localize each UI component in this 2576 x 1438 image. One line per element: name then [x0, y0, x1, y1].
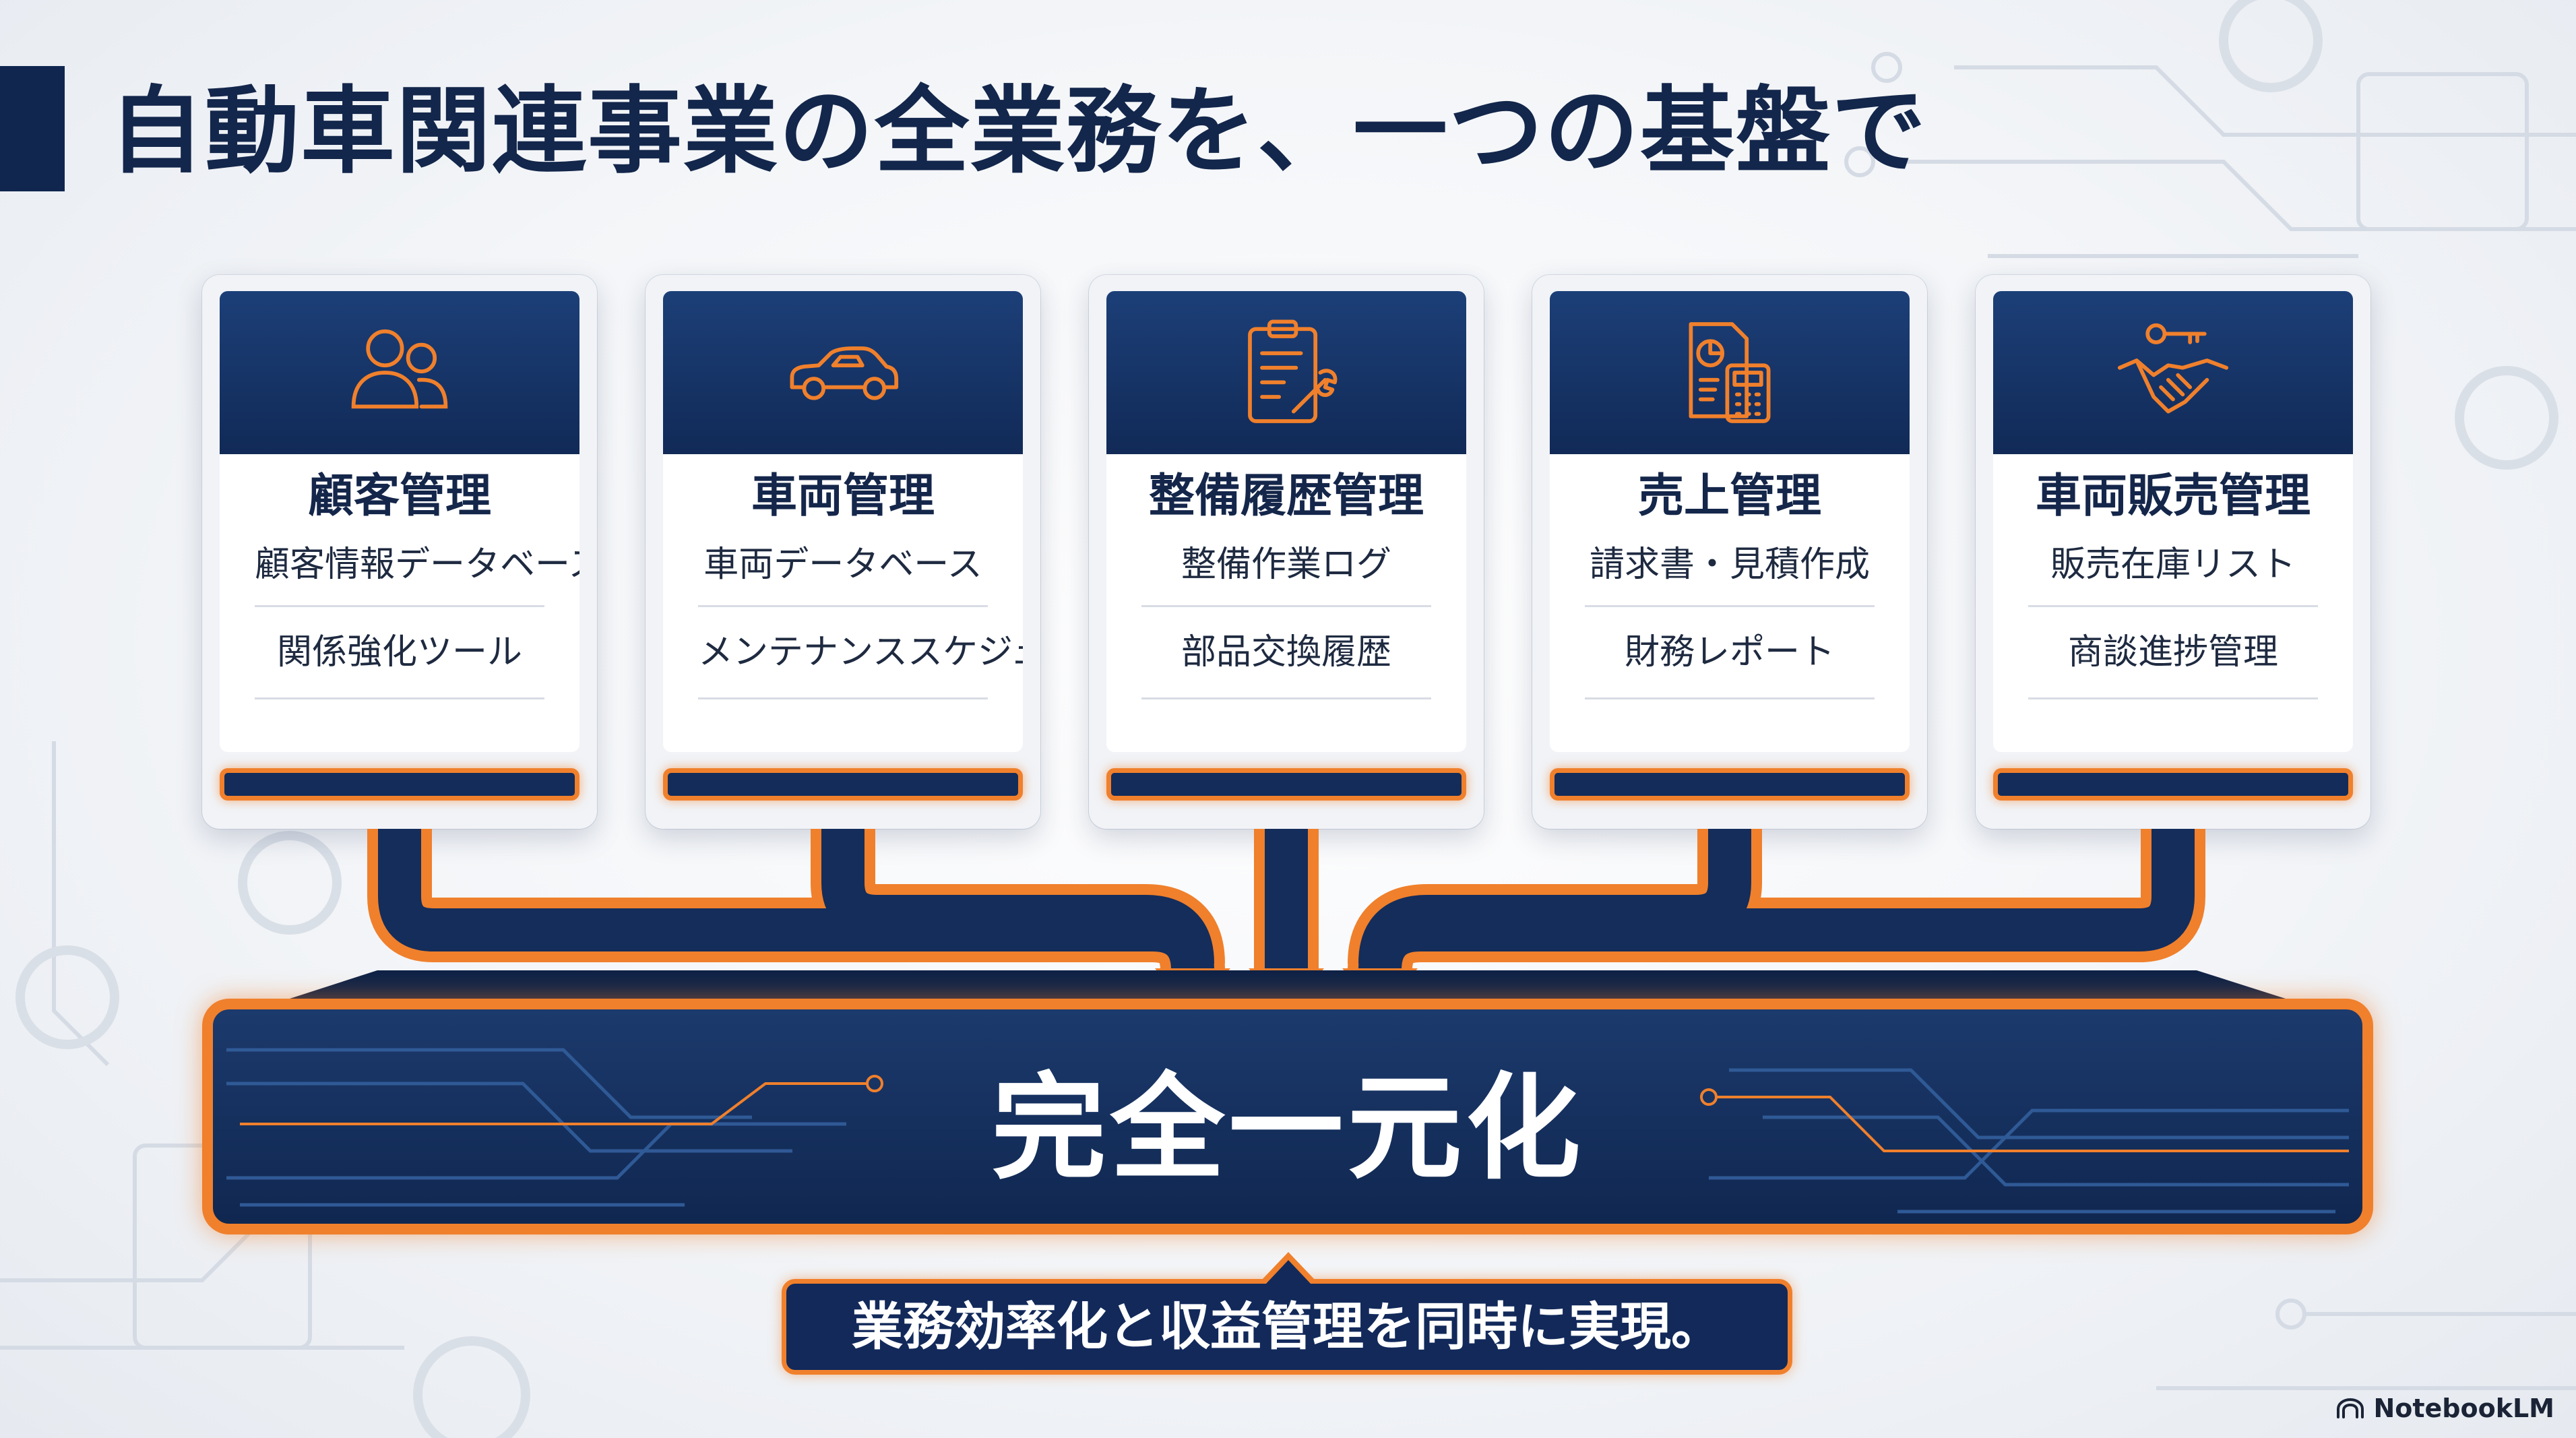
hub-circuit-lines: [226, 1048, 2349, 1214]
module-card-sales: 売上管理 請求書・見積作成 財務レポート: [1532, 275, 1927, 829]
card-item: 車両データベース: [698, 524, 988, 607]
tagline: 業務効率化と収益管理を同時に実現。: [852, 1296, 1722, 1356]
card-item: 請求書・見積作成: [1585, 524, 1875, 607]
report-calculator-icon: [1689, 322, 1771, 423]
page-title: 自動車関連事業の全業務を、一つの基盤で: [109, 77, 1928, 187]
card-item: 財務レポート: [1585, 607, 1875, 699]
card-item: 商談進捗管理: [2028, 607, 2318, 699]
card-title: 顧客管理: [307, 470, 491, 523]
tagline-pointer-fill: [1265, 1260, 1311, 1284]
watermark-text: NotebookLM: [2373, 1394, 2554, 1423]
card-title: 車両管理: [751, 470, 935, 523]
card-item: 販売在庫リスト: [2028, 524, 2318, 607]
card-item: 部品交換履歴: [1141, 607, 1431, 699]
card-connector: [663, 768, 1023, 801]
notebooklm-logo-icon: [2337, 1398, 2364, 1418]
hub-bevel: [290, 970, 2286, 999]
card-connector: [1550, 768, 1910, 801]
watermark: NotebookLM: [2335, 1394, 2554, 1423]
card-title: 車両販売管理: [2035, 470, 2311, 523]
card-title: 売上管理: [1637, 470, 1821, 523]
title-accent-bar: [0, 66, 65, 191]
hub-label: 完全一元化: [991, 1062, 1585, 1195]
card-title: 整備履歴管理: [1148, 470, 1424, 523]
card-item: 関係強化ツール: [255, 607, 544, 699]
card-header: [1993, 291, 2353, 454]
card-connector: [1106, 768, 1466, 801]
card-header: [1106, 291, 1466, 454]
card-connector: [220, 768, 579, 801]
module-card-vehicle-sales: 車両販売管理 販売在庫リスト 商談進捗管理: [1976, 275, 2370, 829]
card-header: [663, 291, 1023, 454]
module-card-vehicle: 車両管理 車両データベース メンテナンススケジュール: [646, 275, 1040, 829]
integration-hub: [202, 999, 2373, 1234]
module-card-customer: 顧客管理 顧客情報データベース 関係強化ツール: [202, 275, 597, 829]
card-header: [1550, 291, 1910, 454]
car-icon: [790, 346, 899, 400]
card-item: メンテナンススケジュール: [698, 607, 1023, 699]
card-header: [220, 291, 579, 454]
card-item: 顧客情報データベース: [255, 524, 579, 607]
handshake-key-icon: [2117, 323, 2229, 414]
card-item: 整備作業ログ: [1141, 524, 1431, 607]
clipboard-wrench-icon: [1248, 319, 1338, 423]
customers-icon: [351, 329, 448, 409]
card-connector: [1993, 768, 2353, 801]
module-card-maintenance: 整備履歴管理 整備作業ログ 部品交換履歴: [1089, 275, 1484, 829]
